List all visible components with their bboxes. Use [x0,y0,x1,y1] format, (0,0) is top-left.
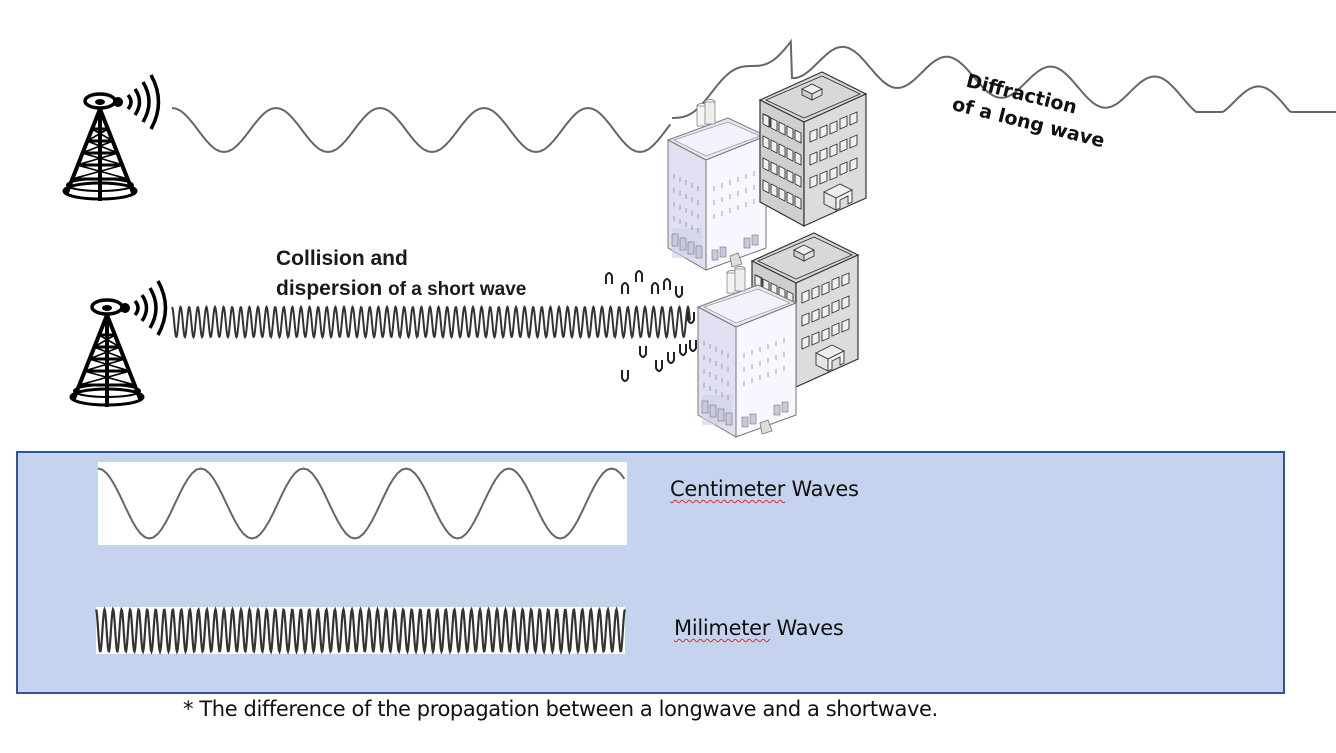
wave-fragment [687,312,695,324]
collision-label-tail: of a short wave [388,279,527,300]
centimeter-rest: Waves [785,477,859,501]
wave-fragment [663,278,671,290]
millimeter-word: Milimeter [674,616,771,640]
short-wave [171,304,691,340]
wave-fragment [621,282,629,294]
radio-tower-icon [69,279,168,409]
wave-fragment [689,340,697,352]
wave-legend [16,451,1285,694]
wave-fragment [639,346,647,358]
wave-fragment [635,270,643,282]
figure-caption: * The difference of the propagation betw… [183,697,938,721]
long-wave [171,106,672,154]
collision-label-line1: Collision and [276,247,408,270]
collision-label-main: dispersion [276,277,389,300]
wave-fragment [655,360,663,372]
wave-fragment [679,344,687,356]
wave-fragment [667,352,675,364]
centimeter-waves-label: Centimeter Waves [670,477,859,501]
apartment-building-icon [667,99,767,271]
radio-tower-icon [62,73,161,203]
office-building-icon [759,71,867,227]
diffracted-long-wave [672,38,1336,119]
wave-fragment [675,286,683,298]
wave-fragment [651,282,659,294]
millimeter-rest: Waves [770,616,844,640]
millimeter-waves-label: Milimeter Waves [674,616,844,640]
wave-fragment [621,370,629,382]
centimeter-word: Centimeter [670,477,786,501]
collision-label-line2: dispersion of a short wave [276,277,526,301]
wave-fragment [605,272,613,284]
